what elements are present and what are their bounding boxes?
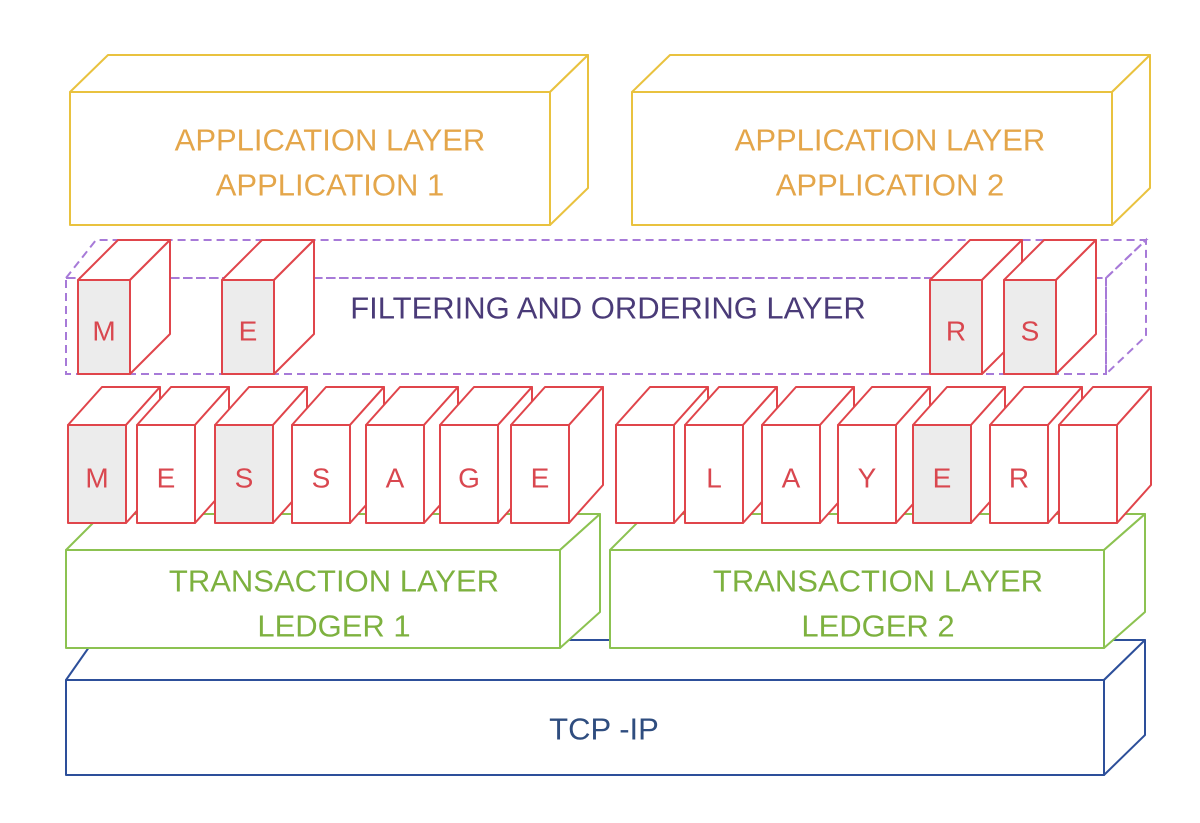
message-block-right-3-front [761,424,821,524]
filter-block-3-front [929,279,983,375]
message-block-right-2-front [684,424,744,524]
message-block-right-5: E [912,386,1006,524]
filter-block-4: S [1003,239,1097,375]
message-block-left-6-front [439,424,499,524]
application-layer-title-2: APPLICATION LAYER [735,123,1046,158]
application-2-label: APPLICATION 2 [776,168,1005,203]
filtering-ordering-layer: FILTERING AND ORDERING LAYER [63,237,1149,377]
application-1-label: APPLICATION 1 [216,168,445,203]
application-layer-title-1: APPLICATION LAYER [175,123,486,158]
message-block-right-1-front [615,424,675,524]
message-block-right-3-letter: A [782,463,801,494]
transaction-layer-ledger-1: TRANSACTION LAYER LEDGER 1 [65,513,601,649]
message-block-left-2-letter: E [157,463,176,494]
filter-block-4-front [1003,279,1057,375]
filter-block-1: M [77,239,171,375]
message-block-right-2-letter: L [706,463,722,494]
message-block-left-1-front [67,424,127,524]
transaction-layer-title-2: TRANSACTION LAYER [713,564,1043,599]
message-block-left-6: G [439,386,533,524]
message-block-left-2-front [136,424,196,524]
filter-block-1-letter: M [92,316,115,347]
message-block-left-3-letter: S [235,463,254,494]
message-block-right-7-front [1058,424,1118,524]
message-block-left-4-front [291,424,351,524]
tcp-ip-label: TCP -IP [549,712,659,747]
message-block-left-2: E [136,386,230,524]
message-block-right-7 [1058,386,1152,524]
message-block-right-4-front [837,424,897,524]
application-layer-2: APPLICATION LAYER APPLICATION 2 [631,54,1151,226]
message-block-left-4-letter: S [312,463,331,494]
message-block-left-7: E [510,386,604,524]
filter-block-2-front [221,279,275,375]
message-block-left-1-letter: M [85,463,108,494]
tcp-ip-layer: TCP -IP [65,639,1146,776]
transaction-layer-title-1: TRANSACTION LAYER [169,564,499,599]
filtering-layer-label: FILTERING AND ORDERING LAYER [350,291,866,326]
filter-block-3-letter: R [946,316,966,347]
application-layer-1: APPLICATION LAYER APPLICATION 1 [69,54,589,226]
message-block-left-5-front [365,424,425,524]
ledger-2-label: LEDGER 2 [801,609,954,644]
message-block-left-7-letter: E [531,463,550,494]
message-block-right-5-letter: E [933,463,952,494]
message-block-right-6-letter: R [1009,463,1029,494]
message-block-left-3-front [214,424,274,524]
filter-block-2: E [221,239,315,375]
filter-block-4-letter: S [1021,316,1040,347]
filter-block-1-front [77,279,131,375]
message-block-right-4-letter: Y [858,463,877,494]
message-block-left-5-letter: A [386,463,405,494]
message-block-right-6-front [989,424,1049,524]
transaction-layer-ledger-2: TRANSACTION LAYER LEDGER 2 [609,513,1146,649]
ledger-1-label: LEDGER 1 [257,609,410,644]
message-block-left-6-letter: G [458,463,480,494]
filter-block-2-letter: E [239,316,258,347]
message-block-left-7-front [510,424,570,524]
message-block-right-5-front [912,424,972,524]
